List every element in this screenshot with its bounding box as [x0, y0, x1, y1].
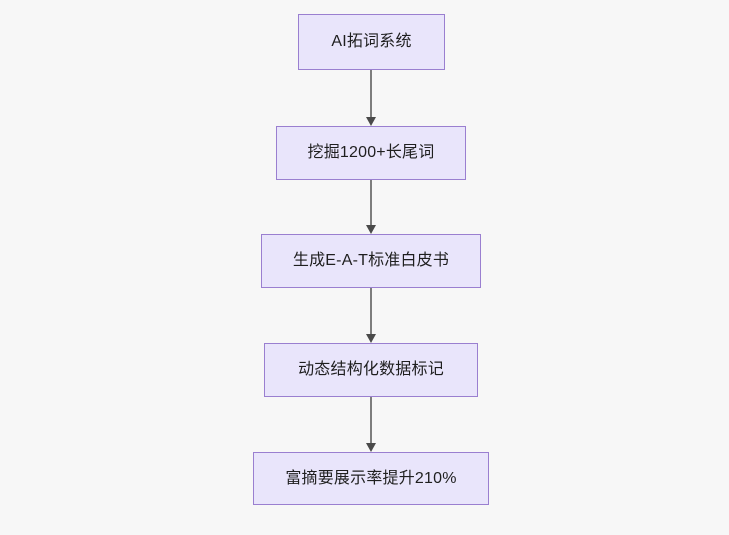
flowchart-edge-4-arrowhead-icon: [365, 443, 376, 452]
flowchart-node-5[interactable]: 富摘要展示率提升210%: [253, 452, 489, 505]
flowchart-node-1-label: AI拓词系统: [331, 33, 412, 50]
flowchart-node-4-label: 动态结构化数据标记: [298, 361, 444, 378]
flowchart-edge-1-line: [370, 70, 372, 117]
flowchart-node-3-label: 生成E-A-T标准白皮书: [292, 252, 450, 269]
flowchart-edge-3-line: [370, 288, 372, 334]
flowchart-node-5-label: 富摘要展示率提升210%: [285, 469, 457, 487]
flowchart-edge-3-arrowhead-icon: [365, 334, 376, 343]
flowchart-edge-2-line: [370, 180, 372, 225]
flowchart-edge-1-arrowhead-icon: [365, 117, 376, 126]
flowchart-node-2-label: 挖掘1200+长尾词: [307, 144, 435, 161]
flowchart-node-1[interactable]: AI拓词系统: [298, 14, 445, 70]
flowchart-edge-2-arrowhead-icon: [365, 225, 376, 234]
flowchart-edge-4-line: [370, 397, 372, 443]
flowchart-node-3[interactable]: 生成E-A-T标准白皮书: [261, 234, 481, 288]
flowchart-node-4[interactable]: 动态结构化数据标记: [264, 343, 478, 397]
flowchart-node-2[interactable]: 挖掘1200+长尾词: [276, 126, 466, 180]
